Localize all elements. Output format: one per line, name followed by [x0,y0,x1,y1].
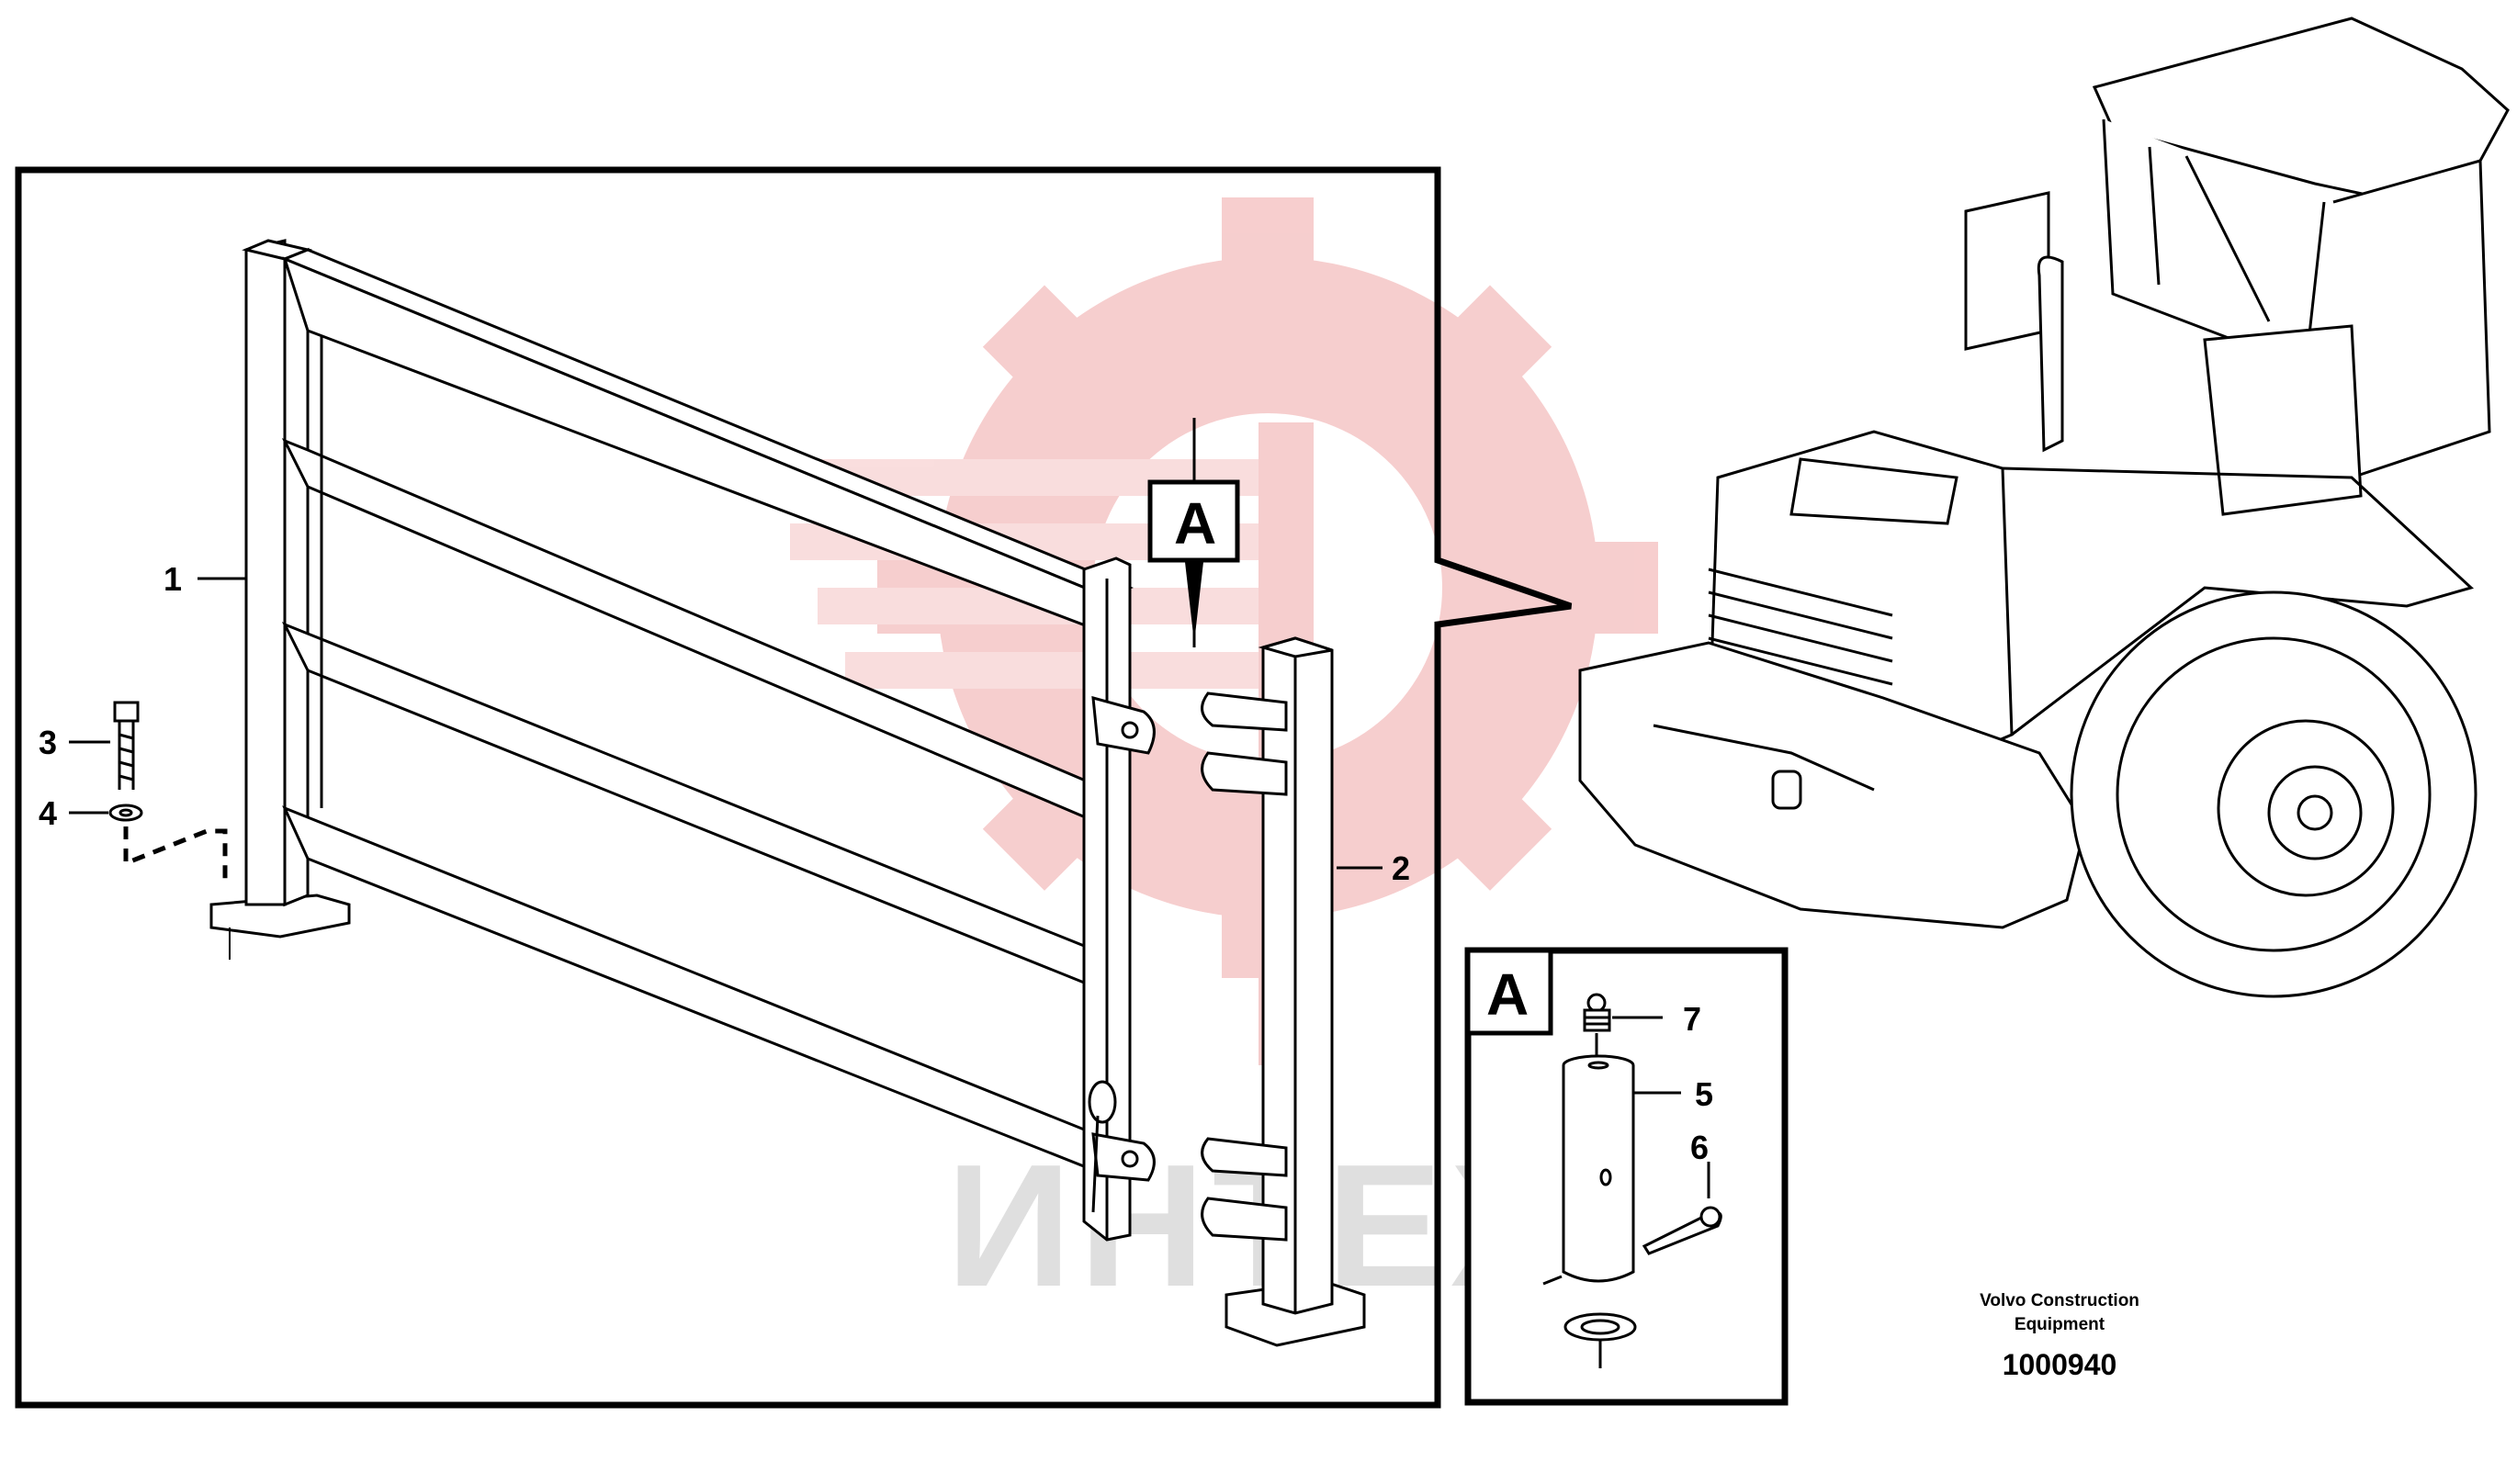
detail-box-letter: A [1486,961,1529,1028]
main-frame [15,166,1573,1409]
detail-reference-letter: A [1174,490,1216,556]
callout-6: 6 [1690,1129,1709,1166]
detail-a-parts [1542,993,1722,1368]
caption-line-2: Equipment [2015,1315,2105,1334]
part-number: 1000940 [2003,1348,2117,1381]
gate-post [1201,636,1366,1347]
callout-5: 5 [1695,1075,1713,1113]
detail-reference-flag: A [1147,479,1240,643]
watermark-gear-icon [762,197,1658,1065]
callout-7: 7 [1683,1000,1701,1038]
callout-4: 4 [39,794,57,832]
callout-3: 3 [39,724,57,761]
caption-line-1: Volvo Construction [1980,1291,2139,1310]
wheel-loader-illustration [1578,17,2510,998]
bolt-and-washer [108,701,231,960]
callout-2: 2 [1392,849,1410,887]
handrail-gate [209,239,1156,1242]
caption-block: Volvo Construction Equipment 1000940 [1980,1291,2139,1381]
callout-1: 1 [164,560,182,598]
